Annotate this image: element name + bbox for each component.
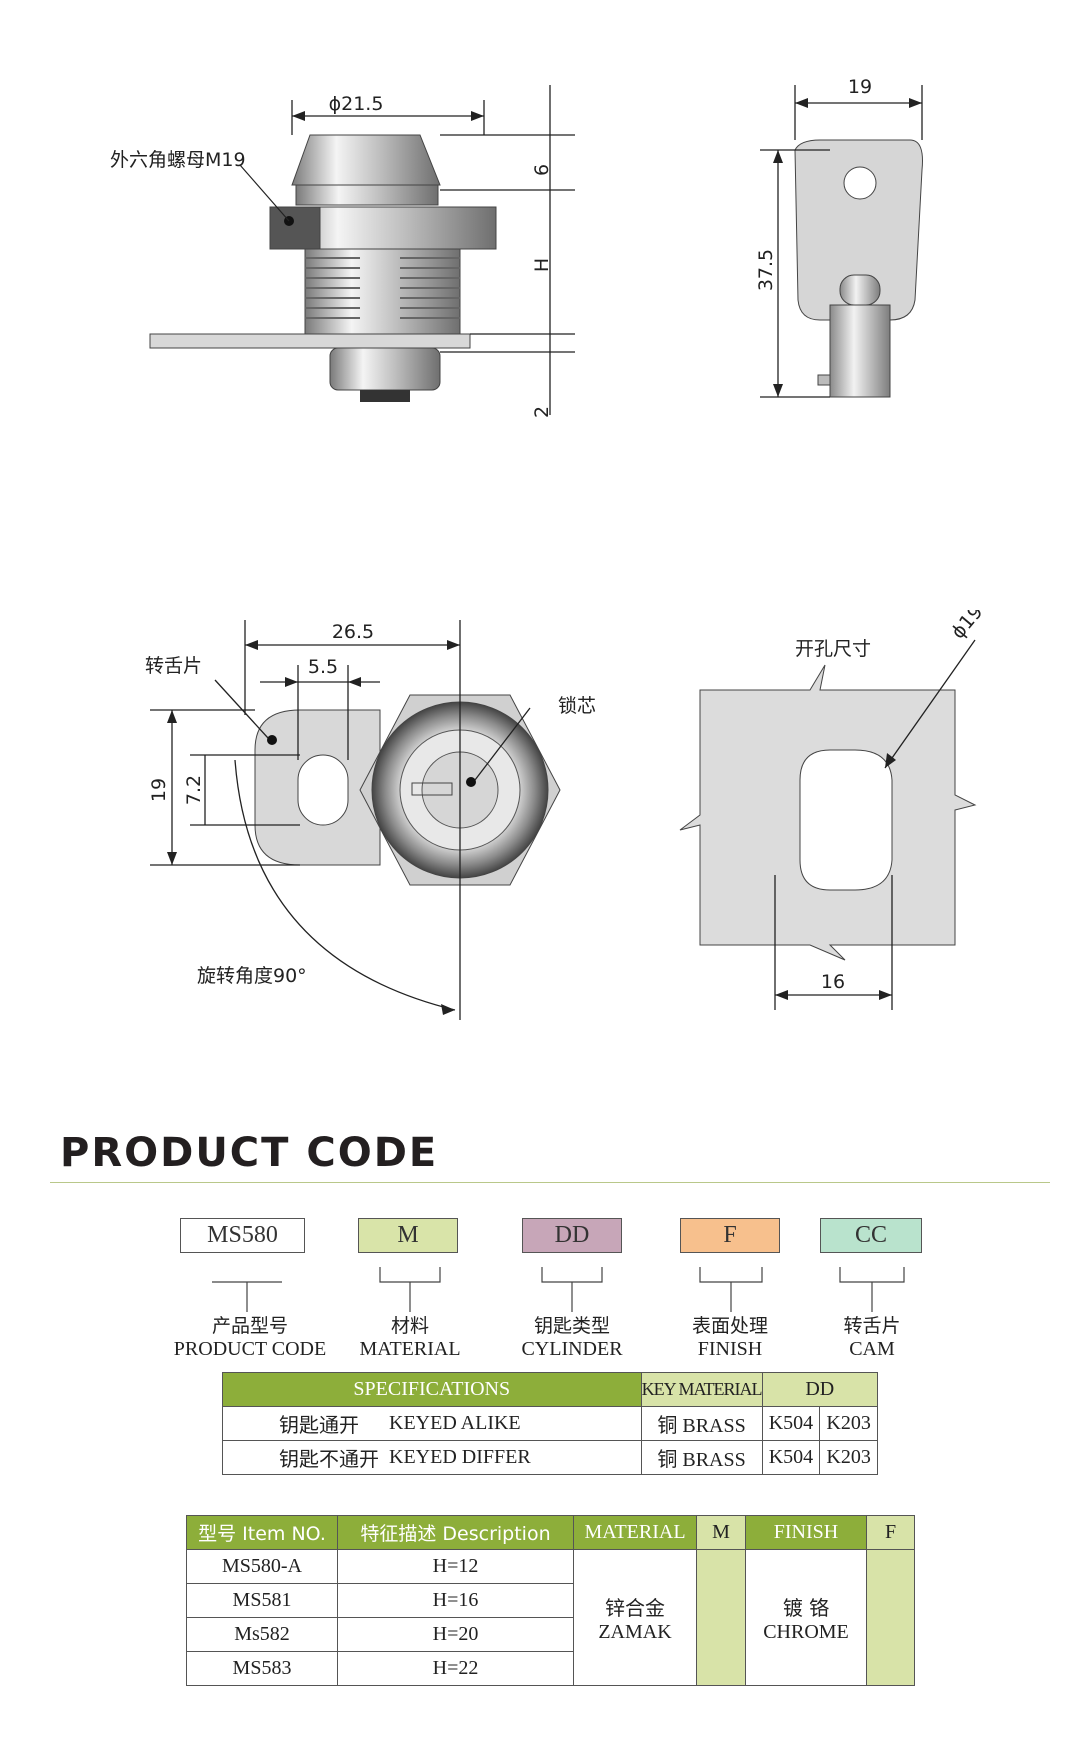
item-cell-m-blank [696,1549,746,1686]
rotation-label: 旋转角度90° [197,965,307,987]
code-label-material-cn: 材料 [390,1315,429,1337]
code-label-finish-en: FINISH [697,1338,763,1360]
item-row: MS580-A H=12 锌合金 ZAMAK 镀 铬 CHROME [186,1549,915,1686]
spec-cell-material: 铜 BRASS [640,1406,763,1441]
code-label-finish: 表面处理 FINISH [670,1315,790,1361]
item-cell-f-blank [866,1549,915,1686]
item-header-description: 特征描述 Description [337,1515,574,1550]
item-header-item-no: 型号 Item NO. [186,1515,338,1550]
spec-row: 钥匙通开 KEYED ALIKE 铜 BRASS K504 K203 [222,1406,878,1441]
code-label-finish-cn: 表面处理 [691,1315,768,1337]
spec-cell-c2: K203 [819,1406,878,1441]
side-view-drawing: ϕ21.5 外六角螺母M19 6 H 2 [110,85,575,418]
code-box-product: MS580 [180,1218,305,1253]
dim-2-label: 2 [531,406,553,418]
spec-cell-material: 铜 BRASS [640,1440,763,1475]
key-width-label: 19 [848,76,872,98]
nut-label: 外六角螺母M19 [110,149,246,171]
item-header-f: F [866,1515,915,1550]
cutout-label: 开孔尺寸 [795,638,871,660]
spec-cell-cn: 钥匙不通开 [222,1440,389,1475]
front-total-label: 26.5 [332,621,374,643]
front-slot-label: 5.5 [308,656,338,678]
item-table: 型号 Item NO. 特征描述 Description MATERIAL M … [186,1515,915,1686]
item-header-finish: FINISH [745,1515,867,1550]
spec-row: 钥匙不通开 KEYED DIFFER 铜 BRASS K504 K203 [222,1440,878,1475]
item-finish-cn: 镀 铬 [782,1595,830,1620]
front-view-drawing: 26.5 5.5 19 7.2 转舌片 锁芯 旋转角度90° [145,620,596,1020]
front-19-label: 19 [148,778,170,802]
cutout-dia-label: ϕ19 [947,610,987,643]
cutout-view-drawing: 开孔尺寸 ϕ19 16 [679,610,987,1010]
cutout-width-label: 16 [821,971,845,993]
item-cell-item: MS580-A [186,1549,338,1584]
code-brackets [212,1267,905,1312]
item-row: MS583 H=22 [186,1651,915,1686]
item-cell-item: MS581 [186,1583,338,1618]
spec-header-specifications: SPECIFICATIONS [222,1372,642,1407]
item-material-cn: 锌合金 [605,1595,665,1620]
spec-table: SPECIFICATIONS KEY MATERIAL DD 钥匙通开 KEYE… [222,1372,879,1475]
key-view-drawing: 19 37.5 [755,76,923,398]
item-cell-desc: H=20 [337,1617,574,1652]
item-header-m: M [696,1515,746,1550]
dim-6-label: 6 [531,164,553,176]
dim-h-label: H [531,258,553,272]
cam-label: 转舌片 [145,655,202,677]
spec-cell-c1: K504 [761,1406,821,1441]
front-72-label: 7.2 [183,775,205,805]
item-material-en: ZAMAK [598,1620,672,1643]
code-label-cam: 转舌片 CAM [812,1315,932,1361]
side-dia-label: ϕ21.5 [329,93,384,115]
spec-header-dd: DD [761,1372,879,1407]
code-label-material: 材料 MATERIAL [350,1315,470,1361]
key-height-label: 37.5 [755,249,777,291]
spec-cell-en: KEYED DIFFER [389,1440,642,1475]
title-divider [50,1182,1050,1183]
code-label-product-cn: 产品型号 [211,1315,288,1337]
item-cell-item: Ms582 [186,1617,338,1652]
core-label: 锁芯 [558,695,596,717]
spec-cell-en: KEYED ALIKE [389,1406,642,1441]
code-label-cam-cn: 转舌片 [843,1315,901,1337]
code-box-cam: CC [820,1218,922,1253]
code-label-product-en: PRODUCT CODE [173,1338,327,1360]
item-finish-en: CHROME [763,1620,849,1643]
code-label-cam-en: CAM [849,1338,895,1360]
item-cell-desc: H=16 [337,1583,574,1618]
item-header-material: MATERIAL [573,1515,697,1550]
code-box-finish: F [680,1218,780,1253]
item-cell-desc: H=22 [337,1651,574,1686]
code-label-cylinder: 钥匙类型 CYLINDER [512,1315,632,1361]
spec-cell-c2: K203 [819,1440,878,1475]
spec-cell-c1: K504 [761,1440,821,1475]
code-label-cylinder-en: CYLINDER [521,1338,623,1360]
item-cell-item: MS583 [186,1651,338,1686]
item-cell-finish: 镀 铬 CHROME [745,1549,867,1686]
code-label-cylinder-cn: 钥匙类型 [533,1315,610,1337]
item-cell-desc: H=12 [337,1549,574,1584]
code-box-cylinder: DD [522,1218,622,1253]
spec-header-key-material: KEY MATERIAL [640,1372,763,1407]
spec-cell-cn: 钥匙通开 [222,1406,389,1441]
code-label-material-en: MATERIAL [359,1338,461,1360]
item-cell-material: 锌合金 ZAMAK [573,1549,697,1686]
code-box-material: M [358,1218,458,1253]
code-label-product: 产品型号 PRODUCT CODE [160,1315,340,1361]
item-row: Ms582 H=20 [186,1617,915,1652]
product-code-title: PRODUCT CODE [60,1130,439,1176]
